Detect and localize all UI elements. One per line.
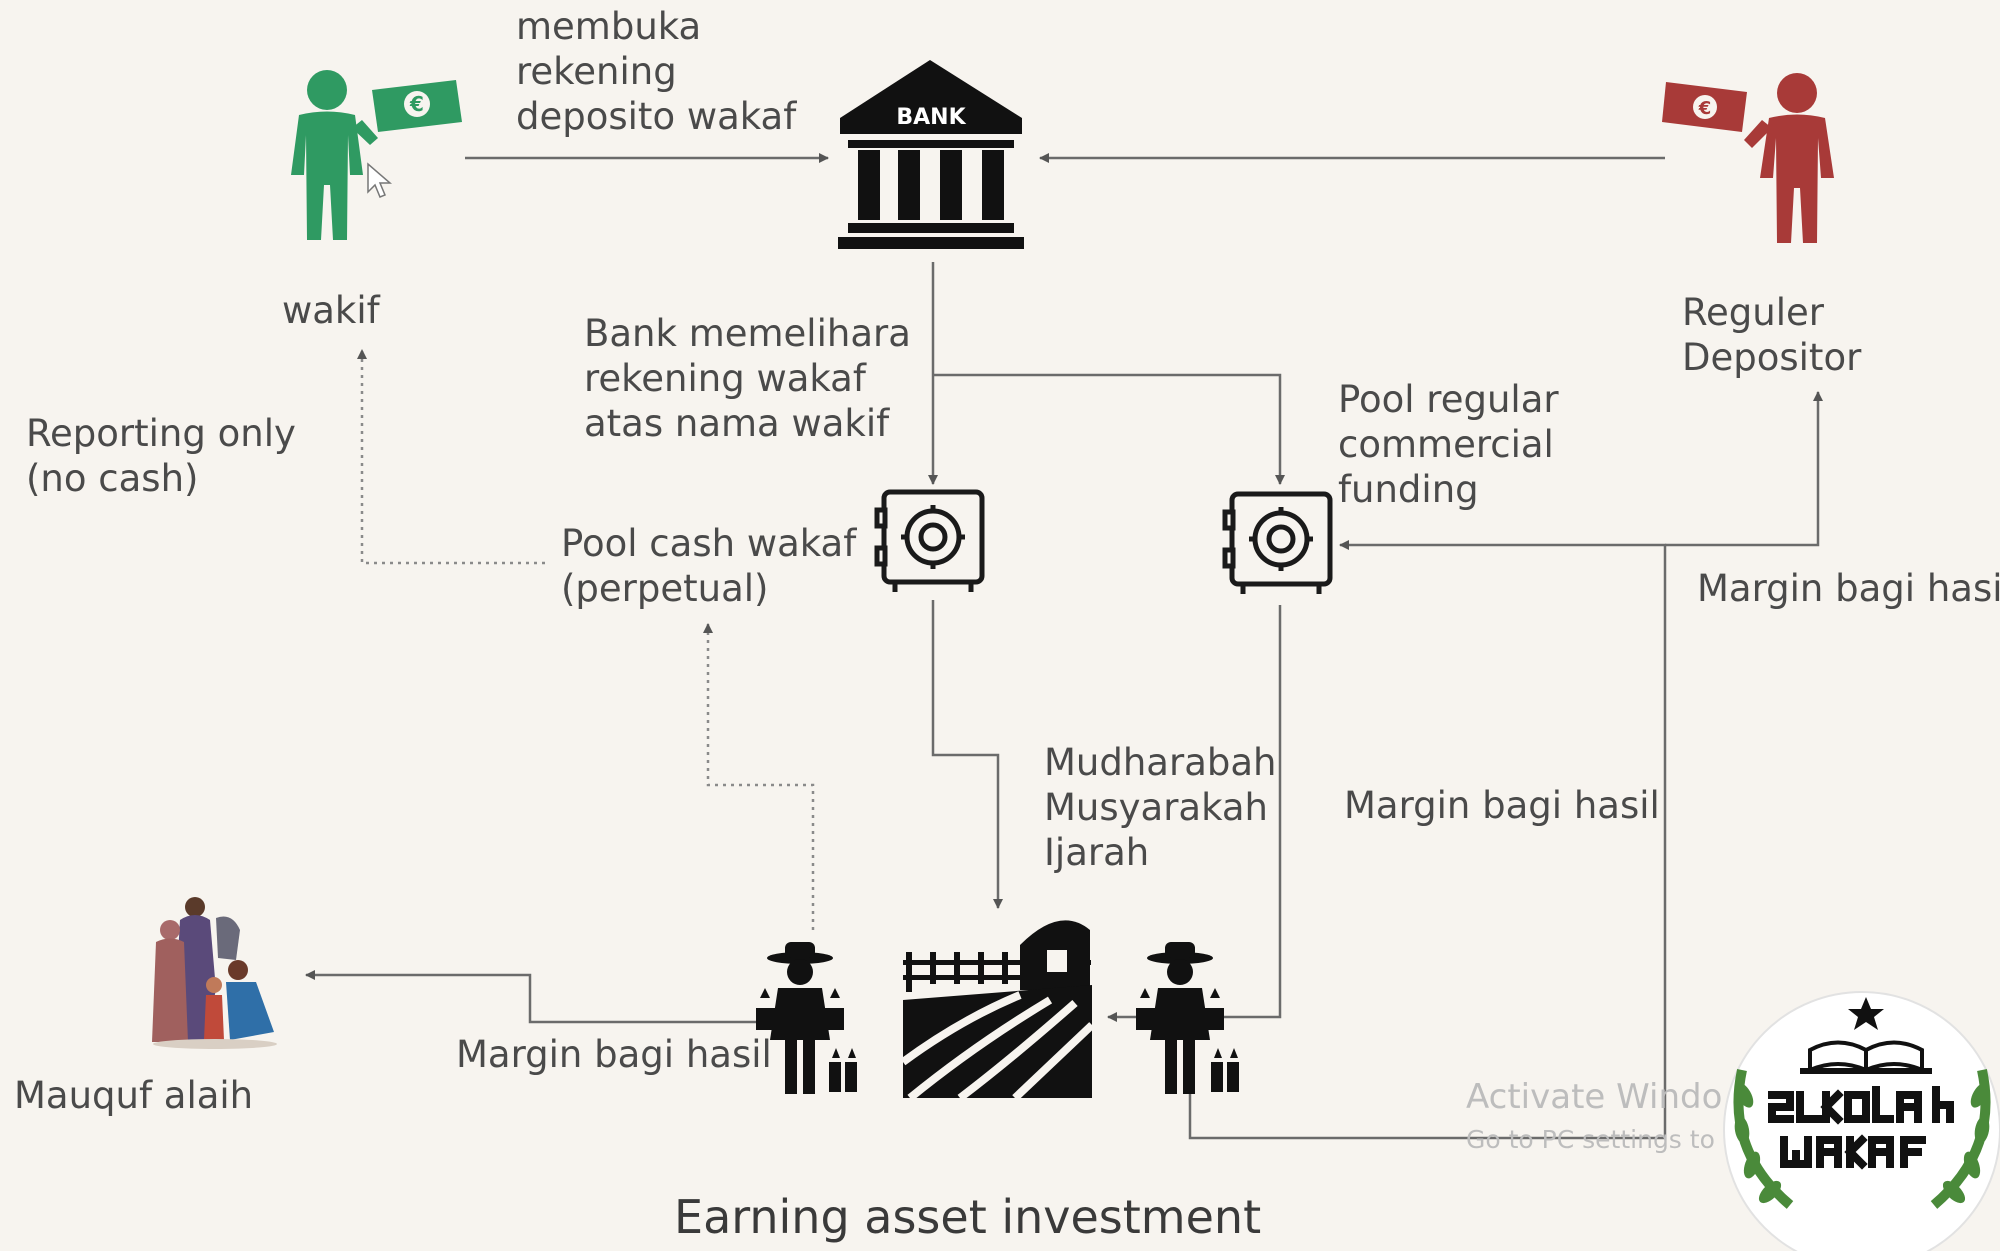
- label-reporting-only: Reporting only (no cash): [26, 411, 296, 501]
- label-line: Depositor: [1682, 336, 1862, 379]
- diagram-title: Earning asset investment: [674, 1190, 1262, 1244]
- label-open-account: membuka rekening deposito wakaf: [516, 4, 796, 139]
- label-line: Mudharabah: [1044, 741, 1277, 784]
- euro-bill-icon: €: [372, 80, 462, 132]
- label-line: membuka: [516, 5, 702, 48]
- dotted-pool-to-wakif: [357, 349, 545, 565]
- label-line: commercial: [1338, 423, 1554, 466]
- mouse-cursor-icon: [367, 162, 393, 198]
- label-line: Reguler: [1682, 291, 1825, 334]
- label-regular-depositor: Reguler Depositor: [1682, 290, 1861, 380]
- label-line: rekening wakaf: [584, 357, 866, 400]
- arrow-wakaf-safe-to-farm: [931, 600, 1003, 909]
- label-pool-cash-wakaf: Pool cash wakaf (perpetual): [561, 521, 856, 611]
- label-line: (no cash): [26, 457, 199, 500]
- family-group-icon: [152, 897, 277, 1049]
- label-margin-left: Margin bagi hasil: [456, 1033, 772, 1076]
- label-line: Pool cash wakaf: [561, 522, 857, 565]
- label-line: Reporting only: [26, 412, 296, 455]
- farmer-with-plants-icon: [756, 942, 857, 1094]
- activation-watermark-line1: Activate Windo: [1466, 1077, 1723, 1117]
- label-bank-maintains: Bank memelihara rekening wakaf atas nama…: [584, 311, 911, 446]
- label-pool-regular: Pool regular commercial funding: [1338, 377, 1559, 512]
- activation-watermark-line2: Go to PC settings to: [1466, 1125, 1715, 1154]
- farm-field-barn-icon: [900, 920, 1095, 1102]
- label-line: funding: [1338, 468, 1479, 511]
- dotted-farmer-to-pool: [703, 623, 815, 930]
- arrow-farmer-to-mauquf: [305, 970, 760, 1024]
- connector-lines: [305, 153, 1823, 1140]
- label-line: Musyarakah: [1044, 786, 1269, 829]
- label-line: Pool regular: [1338, 378, 1559, 421]
- label-line: (perpetual): [561, 567, 769, 610]
- safe-vault-icon: [874, 489, 985, 592]
- sekolah-wakaf-logo: [1723, 991, 2000, 1251]
- arrow-farmer-to-regular-pool: [1188, 540, 1667, 1140]
- depositor-person-icon: [1744, 73, 1834, 243]
- dotted-connector-lines: [357, 349, 815, 930]
- svg-text:€: €: [409, 92, 424, 116]
- wakif-person-icon: [291, 70, 378, 240]
- label-line: deposito wakaf: [516, 95, 797, 138]
- label-line: Bank memelihara: [584, 312, 911, 355]
- label-line: rekening: [516, 50, 677, 93]
- label-wakif: wakif: [282, 289, 380, 332]
- label-margin-right: Margin bagi hasil: [1697, 567, 2000, 610]
- safe-vault-icon: [1222, 491, 1333, 594]
- arrow-pool-to-depositor: [1665, 391, 1823, 547]
- bank-building-icon: BANK: [838, 60, 1024, 249]
- label-contracts: Mudharabah Musyarakah Ijarah: [1044, 740, 1276, 875]
- label-line: Ijarah: [1044, 831, 1150, 874]
- bank-label: BANK: [896, 105, 966, 130]
- label-mauquf-alaih: Mauquf alaih: [14, 1074, 254, 1117]
- euro-bill-icon: €: [1662, 82, 1747, 132]
- svg-text:€: €: [1698, 98, 1712, 119]
- arrow-bank-to-regular-safe: [933, 373, 1285, 485]
- farmer-with-plants-icon: [1136, 942, 1239, 1094]
- label-margin-middle: Margin bagi hasil: [1344, 784, 1660, 827]
- label-line: atas nama wakif: [584, 402, 890, 445]
